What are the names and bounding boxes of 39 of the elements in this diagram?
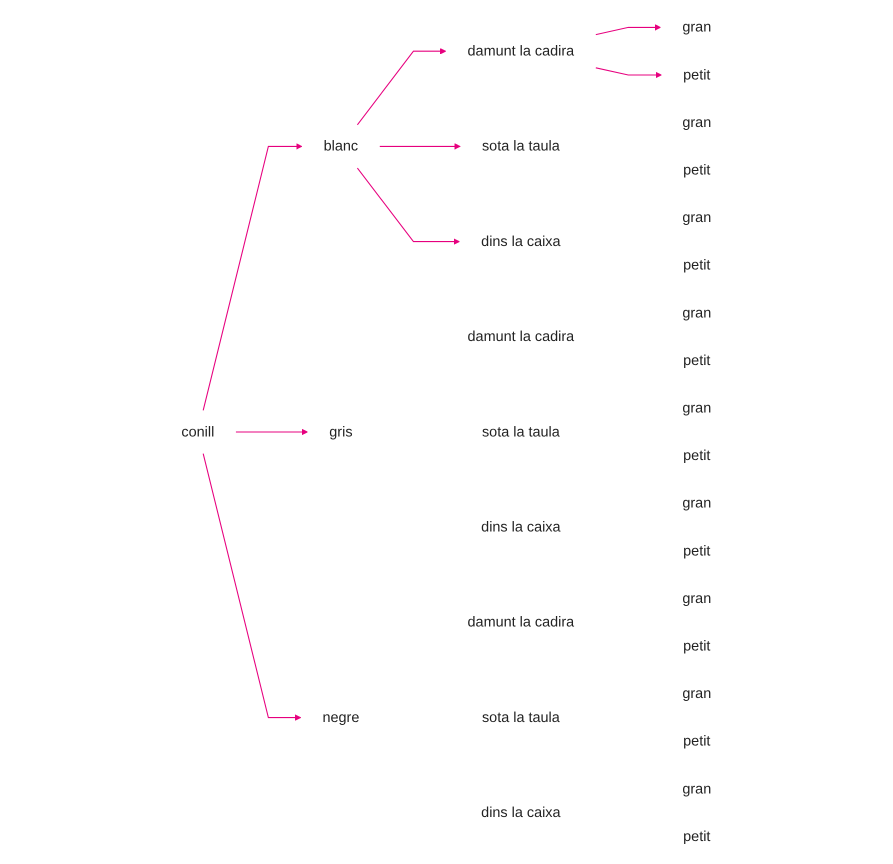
- node-text: gris: [329, 424, 353, 440]
- node-text: petit: [683, 828, 711, 845]
- node-text: dins la caixa: [481, 804, 561, 821]
- node-text: gran: [682, 114, 712, 131]
- node-text: petit: [683, 543, 711, 559]
- node-text: dins la caixa: [481, 234, 561, 250]
- arrow: [357, 168, 460, 245]
- arrow: [380, 143, 461, 150]
- arrow: [202, 454, 302, 721]
- arrow: [202, 143, 302, 410]
- node-text: damunt la cadira: [468, 43, 574, 60]
- node-text: gran: [682, 400, 712, 416]
- node-text: gran: [682, 19, 712, 36]
- node-text: blanc: [324, 138, 358, 154]
- node-text: gran: [682, 495, 712, 512]
- node-text: negre: [322, 710, 360, 726]
- node-text: sota la taula: [482, 138, 560, 154]
- node-text: damunt la cadira: [468, 614, 574, 630]
- node-text: dins la caixa: [481, 519, 561, 536]
- node-text: gran: [682, 590, 712, 607]
- node-text: petit: [683, 352, 711, 369]
- arrow: [596, 67, 662, 78]
- node-text: petit: [683, 257, 711, 274]
- node-text: gran: [682, 305, 712, 321]
- node-text: petit: [683, 638, 711, 654]
- arrow: [236, 428, 308, 436]
- node-text: petit: [683, 162, 711, 178]
- arrow: [357, 48, 446, 126]
- node-text: gran: [682, 210, 712, 226]
- node-text: gran: [682, 781, 712, 797]
- node-text: gran: [682, 686, 712, 702]
- arrow: [596, 24, 662, 36]
- node-text: petit: [683, 448, 711, 464]
- node-text: damunt la cadira: [468, 328, 574, 345]
- node-text: petit: [683, 67, 711, 83]
- node-text: petit: [683, 733, 711, 750]
- node-text: sota la taula: [482, 424, 560, 440]
- node-text: sota la taula: [482, 710, 560, 726]
- node-text: conill: [182, 424, 214, 440]
